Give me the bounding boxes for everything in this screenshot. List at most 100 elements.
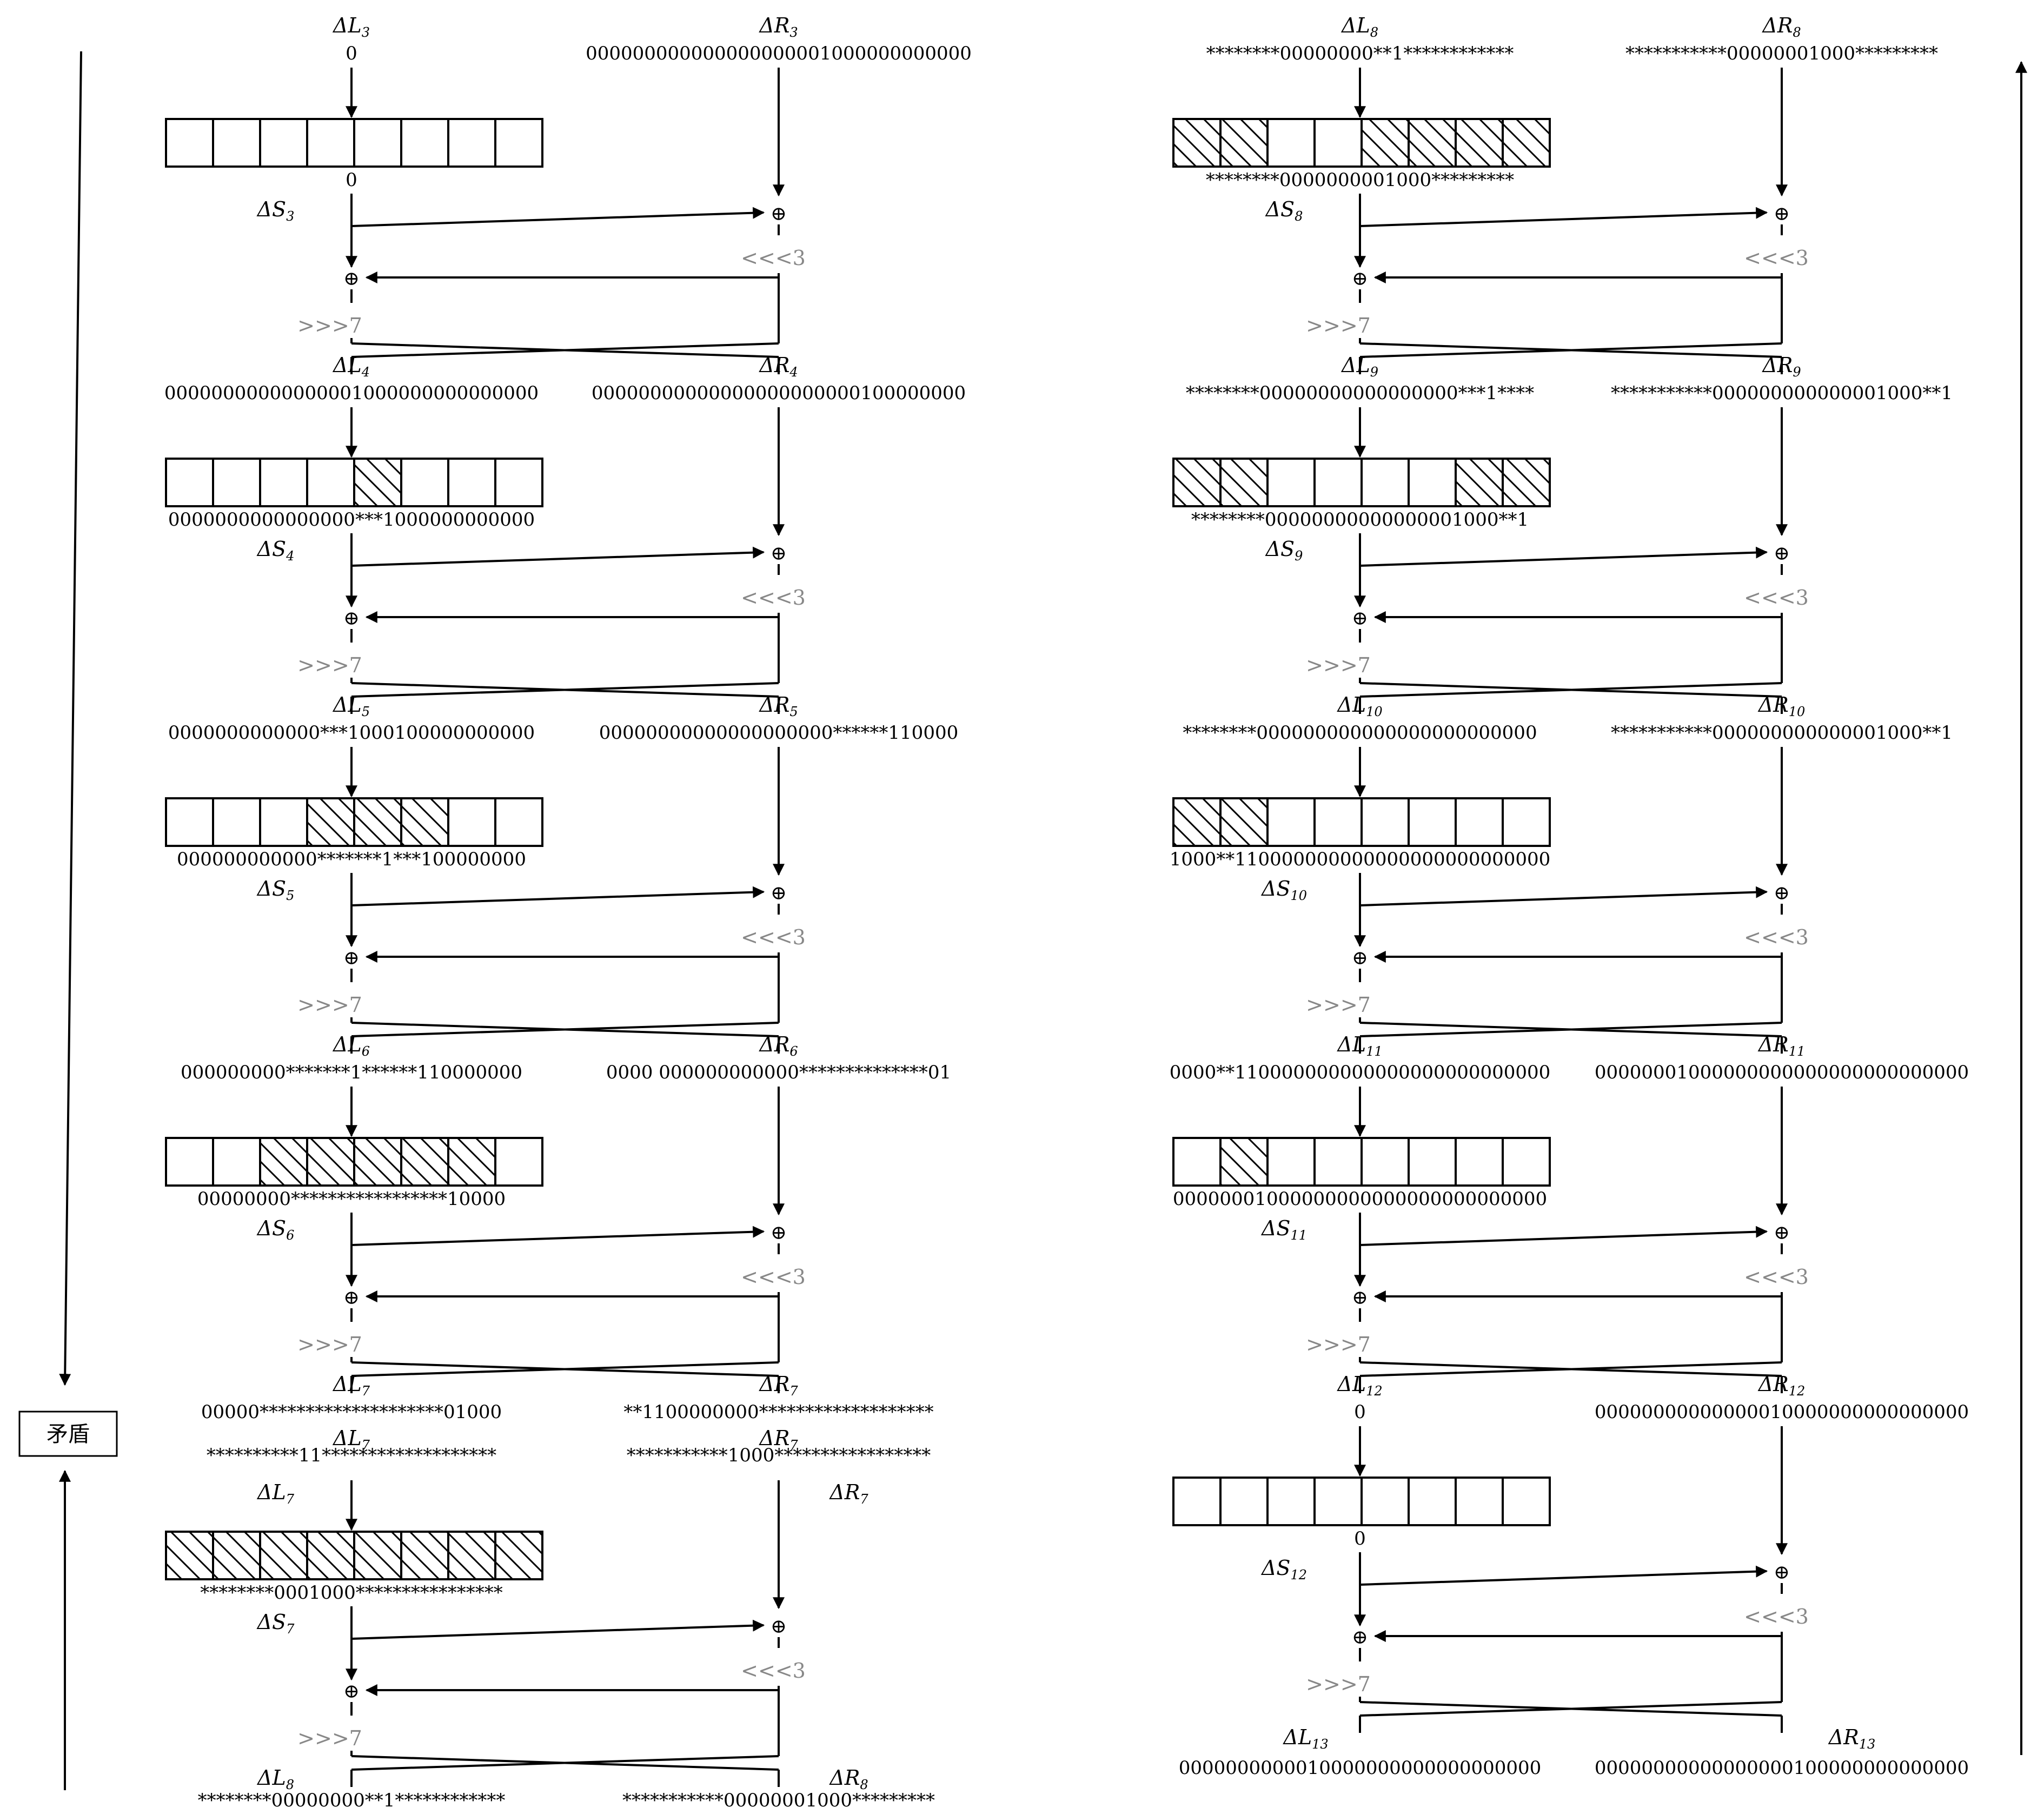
delta-L-label-3: ΔL6 xyxy=(332,1032,370,1059)
sbox-cell-6-6 xyxy=(1455,797,1504,847)
cross-line-b-8 xyxy=(1359,1701,1782,1717)
sbox-cell-6-0 xyxy=(1172,797,1222,847)
delta-R-value-8: 00000000000000010000000000000000 xyxy=(1595,1401,1969,1423)
sbox-cell-2-6 xyxy=(447,797,496,847)
sbox-cell-5-0 xyxy=(1172,458,1222,507)
delta-R8-bottom-label: ΔR8 xyxy=(828,1766,868,1792)
rotate-right-label-5: >>>7 xyxy=(1306,653,1371,677)
sbox-output-value-5: ********00000000000000001000**1 xyxy=(1191,509,1529,531)
cross-line-b-3 xyxy=(351,1361,779,1377)
cross-line-b-4 xyxy=(1359,342,1782,358)
delta-S-label-r7b: ΔS7 xyxy=(256,1610,295,1637)
sbox-cell-2-3 xyxy=(306,797,355,847)
contradiction-box xyxy=(18,1411,118,1457)
sbox-cell-6-1 xyxy=(1219,797,1269,847)
delta-L-value-3: 000000000*******1******110000000 xyxy=(181,1062,522,1083)
sbox-cell-3-5 xyxy=(400,1137,449,1187)
sbox-to-right-xor-arrow-r7b xyxy=(351,1619,765,1640)
cross-line-b-2 xyxy=(351,1022,779,1037)
cross-line-b-1 xyxy=(351,682,779,698)
sbox-cell-8-6 xyxy=(1455,1477,1504,1526)
sbox-cell-5-5 xyxy=(1408,458,1457,507)
rotate-left-label-8: <<<3 xyxy=(1744,1605,1809,1628)
rotate-left-label-7: <<<3 xyxy=(1744,1265,1809,1289)
delta-L13-label: ΔL13 xyxy=(1282,1725,1328,1752)
sbox-cell-1-0 xyxy=(165,458,214,507)
delta-L-value-1: 00000000000000001000000000000000 xyxy=(164,382,539,404)
left-xor-5: ⊕ xyxy=(1352,607,1368,630)
sbox-cell-0-5 xyxy=(400,118,449,168)
sbox-cell-7-6 xyxy=(1455,1137,1504,1187)
cross-line-b-0 xyxy=(351,342,779,358)
delta-R7-repeat-label: ΔR7 xyxy=(828,1480,868,1507)
delta-L7-value: 00000********************01000 xyxy=(201,1401,502,1423)
rotate-right-label-7: >>>7 xyxy=(1306,1333,1371,1356)
delta-R7-value-alt: ***********1000***************** xyxy=(627,1445,931,1466)
left-xor-1: ⊕ xyxy=(343,607,360,630)
sbox-cell-2-0 xyxy=(165,797,214,847)
left-xor-2: ⊕ xyxy=(343,947,360,969)
sbox-cell-4-4 xyxy=(1361,118,1410,168)
left-xor-8: ⊕ xyxy=(1352,1626,1368,1649)
sbox-output-value-r7b: ********0001000**************** xyxy=(200,1582,502,1604)
sbox-cell-r7b-7 xyxy=(494,1531,543,1580)
right-xor-0: ⊕ xyxy=(771,203,787,225)
delta-R-label-6: ΔR10 xyxy=(1757,693,1806,719)
sbox-cell-0-4 xyxy=(353,118,402,168)
delta-L-label-6: ΔL10 xyxy=(1336,693,1382,719)
sbox-to-right-xor-arrow-5 xyxy=(1359,546,1768,567)
rotate-left-label-4: <<<3 xyxy=(1744,246,1809,270)
delta-R-value-2: 00000000000000000000******110000 xyxy=(599,722,958,744)
sbox-cell-8-3 xyxy=(1313,1477,1363,1526)
rotate-right-label-3: >>>7 xyxy=(297,1333,362,1356)
delta-R-value-7: 00000001000000000000000000000000 xyxy=(1595,1062,1969,1083)
sbox-cell-7-4 xyxy=(1361,1137,1410,1187)
delta-S-label-5: ΔS9 xyxy=(1265,537,1303,564)
sbox-cell-7-2 xyxy=(1266,1137,1316,1187)
delta-R-value-6: ***********000000000000001000**1 xyxy=(1611,722,1953,744)
delta-L-label-8: ΔL12 xyxy=(1336,1372,1382,1399)
sbox-cell-6-2 xyxy=(1266,797,1316,847)
sbox-cell-4-2 xyxy=(1266,118,1316,168)
left-xor-4: ⊕ xyxy=(1352,268,1368,290)
sbox-cell-5-2 xyxy=(1266,458,1316,507)
delta-L7-repeat-label: ΔL7 xyxy=(256,1480,295,1507)
sbox-cell-r7b-3 xyxy=(306,1531,355,1580)
sbox-cell-2-5 xyxy=(400,797,449,847)
left-xor-7: ⊕ xyxy=(1352,1287,1368,1309)
cross-line-b-5 xyxy=(1359,682,1782,698)
sbox-cell-4-5 xyxy=(1408,118,1457,168)
delta-R-label-1: ΔR4 xyxy=(758,353,798,380)
delta-L8-bottom-label: ΔL8 xyxy=(256,1766,294,1792)
sbox-cell-7-1 xyxy=(1219,1137,1269,1187)
sbox-cell-2-2 xyxy=(259,797,308,847)
sbox-cell-3-0 xyxy=(165,1137,214,1187)
sbox-cell-r7b-4 xyxy=(353,1531,402,1580)
delta-R7-value: **1100000000******************* xyxy=(623,1401,933,1423)
left-xor-0: ⊕ xyxy=(343,268,360,290)
sbox-to-right-xor-arrow-3 xyxy=(351,1226,765,1246)
sbox-output-value-8: 0 xyxy=(1354,1528,1366,1550)
delta-L-value-2: 0000000000000***1000100000000000 xyxy=(168,722,535,744)
delta-R-value-3: 0000 000000000000**************01 xyxy=(606,1062,951,1083)
sbox-cell-3-6 xyxy=(447,1137,496,1187)
rotate-left-label-3: <<<3 xyxy=(741,1265,806,1289)
sbox-output-value-1: 0000000000000000***1000000000000 xyxy=(168,509,535,531)
sbox-cell-5-6 xyxy=(1455,458,1504,507)
sbox-output-value-3: 00000000*****************10000 xyxy=(197,1188,506,1210)
delta-L-value-6: ********000000000000000000000000 xyxy=(1183,722,1537,744)
sbox-cell-3-7 xyxy=(494,1137,543,1187)
rotate-right-label-r7b: >>>7 xyxy=(297,1726,362,1750)
delta-S-label-6: ΔS10 xyxy=(1260,877,1307,903)
rotate-right-label-1: >>>7 xyxy=(297,653,362,677)
sbox-cell-1-4 xyxy=(353,458,402,507)
delta-L-label-1: ΔL4 xyxy=(332,353,370,380)
rotate-right-label-0: >>>7 xyxy=(297,314,362,337)
sbox-output-value-4: ********0000000001000********* xyxy=(1206,169,1514,191)
left-down-arrow xyxy=(59,51,82,1386)
sbox-cell-0-2 xyxy=(259,118,308,168)
right-xor-2: ⊕ xyxy=(771,882,787,904)
sbox-cell-5-7 xyxy=(1502,458,1551,507)
